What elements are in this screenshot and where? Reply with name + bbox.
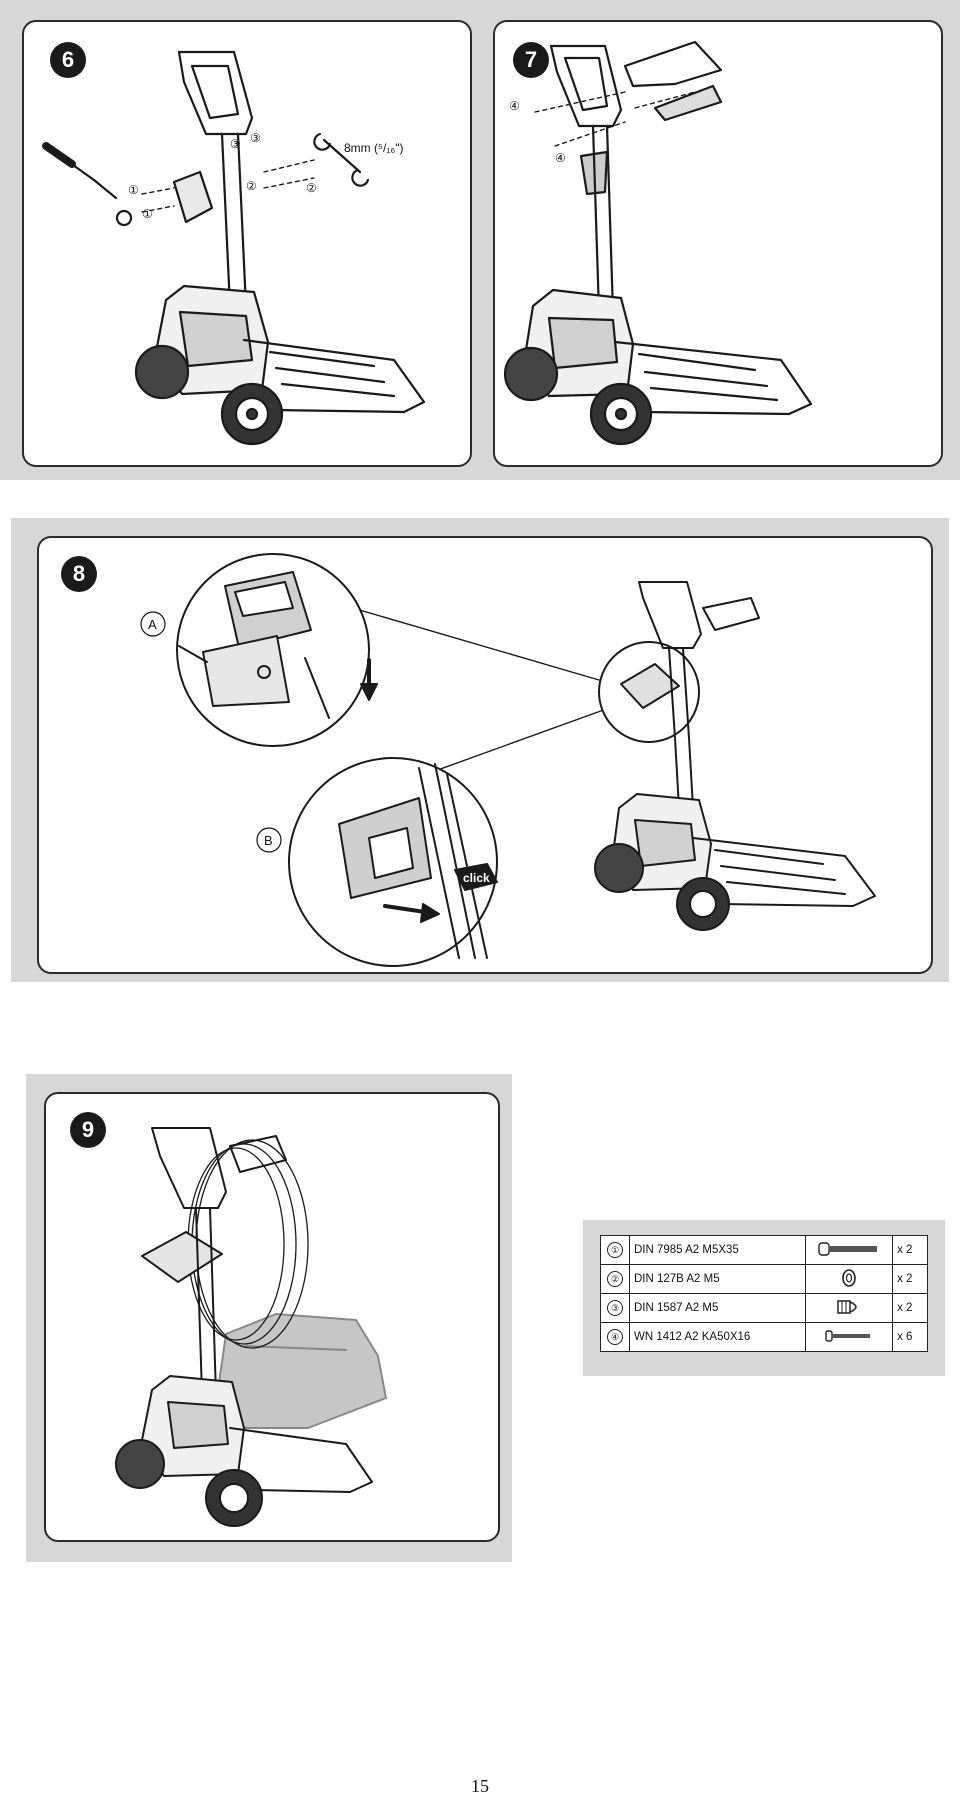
parts-table: ① DIN 7985 A2 M5X35 x 2 ② DIN 127B A2 M5… <box>600 1235 928 1352</box>
step8-panel: 8 <box>37 536 933 974</box>
step9-illustration <box>115 1127 387 1527</box>
part-number: ① <box>606 1242 623 1258</box>
short-screw-icon <box>825 1329 871 1342</box>
step6-badge: 6 <box>50 42 86 78</box>
part-number: ④ <box>606 1329 623 1345</box>
part-number: ② <box>606 1271 623 1287</box>
svg-text:④: ④ <box>555 151 566 165</box>
svg-text:①: ① <box>128 183 139 197</box>
part-spec: DIN 7985 A2 M5X35 <box>628 1235 807 1265</box>
table-row: ④ WN 1412 A2 KA50X16 x 6 <box>600 1322 928 1352</box>
table-row: ② DIN 127B A2 M5 x 2 <box>600 1264 928 1294</box>
click-label: click <box>463 871 490 885</box>
table-row: ③ DIN 1587 A2 M5 x 2 <box>600 1293 928 1323</box>
step8-badge: 8 <box>61 556 97 592</box>
svg-text:③: ③ <box>250 131 261 145</box>
svg-text:②: ② <box>306 181 317 195</box>
parts-table-frame: ① DIN 7985 A2 M5X35 x 2 ② DIN 127B A2 M5… <box>583 1220 945 1376</box>
part-spec: DIN 127B A2 M5 <box>628 1264 807 1294</box>
svg-text:②: ② <box>246 179 257 193</box>
step7-illustration: ④④ <box>503 40 813 446</box>
svg-text:③: ③ <box>230 137 241 151</box>
part-spec: DIN 1587 A2 M5 <box>628 1293 807 1323</box>
part-number: ③ <box>606 1300 623 1316</box>
spring-washer-icon <box>842 1268 856 1287</box>
step6-panel: 6 <box>22 20 472 467</box>
label-b: B <box>264 833 273 848</box>
svg-text:④: ④ <box>509 99 520 113</box>
step7-badge: 7 <box>513 42 549 78</box>
arrow-right-icon <box>383 904 427 914</box>
part-qty: x 2 <box>892 1264 928 1294</box>
part-qty: x 6 <box>892 1322 928 1352</box>
wrench-size-label: 8mm (⁵/₁₆") <box>344 141 403 155</box>
table-row: ① DIN 7985 A2 M5X35 x 2 <box>600 1235 928 1265</box>
wrench-icon <box>313 132 370 187</box>
page-number: 15 <box>471 1776 489 1796</box>
part-qty: x 2 <box>892 1293 928 1323</box>
part-qty: x 2 <box>892 1235 928 1265</box>
svg-text:①: ① <box>142 207 153 221</box>
label-a: A <box>148 617 157 632</box>
long-screw-icon <box>818 1241 878 1256</box>
part-spec: WN 1412 A2 KA50X16 <box>628 1322 807 1352</box>
step8-illustration: A B click <box>140 553 876 967</box>
step9-panel: 9 <box>44 1092 500 1542</box>
cap-nut-icon <box>837 1299 857 1314</box>
step9-badge: 9 <box>70 1112 106 1148</box>
